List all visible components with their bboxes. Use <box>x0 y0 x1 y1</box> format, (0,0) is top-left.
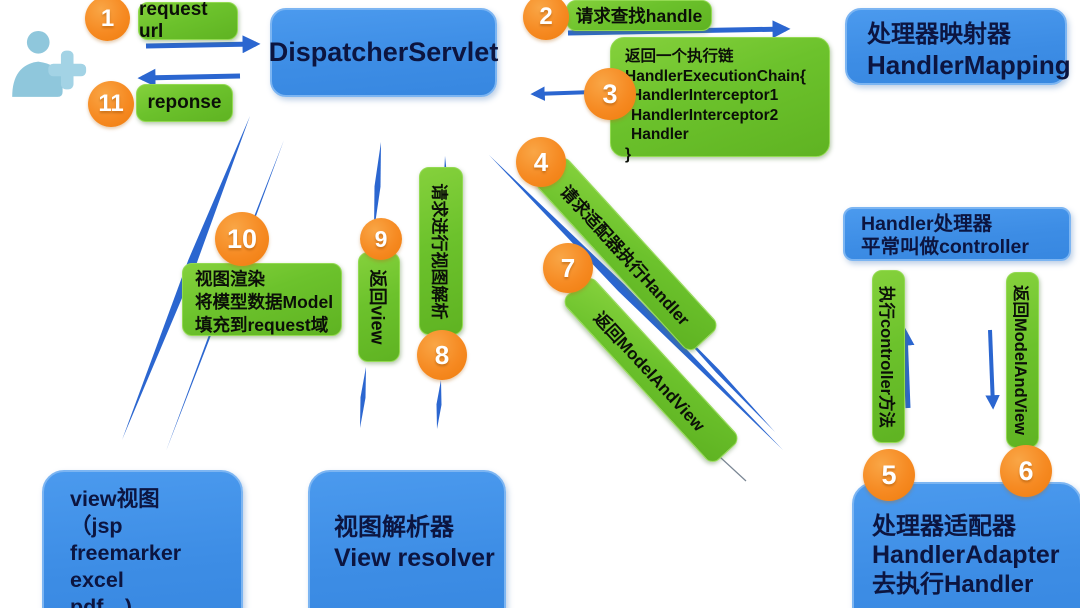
box-handler-adapter: 处理器适配器 HandlerAdapter 去执行Handler <box>852 482 1080 608</box>
box-handler-mapping-line2: HandlerMapping <box>867 50 1071 80</box>
label-execution-chain-line6: } <box>625 145 632 163</box>
arrow-dispatcher-to-handler-adapter <box>489 155 783 450</box>
box-handler-adapter-line2: HandlerAdapter <box>872 541 1060 569</box>
label-return-modelandview-right-text: 返回ModelAndView <box>1011 284 1030 436</box>
arrow-request-url <box>145 35 261 54</box>
step-badge-11-number: 11 <box>98 90 124 117</box>
box-handler-mapping: 处理器映射器 HandlerMapping <box>845 8 1071 85</box>
step-badge-6: 6 <box>1000 445 1052 497</box>
step-badge-8-number: 8 <box>434 339 450 370</box>
label-find-handler-text: 请求查找handle <box>575 6 703 26</box>
arrow-execute-controller-up <box>896 327 915 409</box>
label-view-render-line2: 将模型数据Model <box>195 292 334 312</box>
step-badge-11: 11 <box>88 81 134 127</box>
label-response: reponse <box>136 84 233 122</box>
box-dispatcher-servlet: DispatcherServlet <box>268 8 499 97</box>
arrow-resolve-view-lower <box>436 380 442 429</box>
label-return-view: 返回view <box>358 252 400 362</box>
label-execution-chain-line5: Handler <box>631 126 689 143</box>
step-badge-5: 5 <box>863 449 915 501</box>
label-execution-chain-line2: HandlerExecutionChain{ <box>625 67 806 85</box>
label-view-render-line3: 填充到request域 <box>195 315 329 335</box>
box-handler-adapter-line3: 去执行Handler <box>872 571 1034 598</box>
add-user-icon <box>12 30 87 97</box>
step-badge-4: 4 <box>516 137 566 187</box>
label-request-url: request url <box>138 0 238 42</box>
arrow-to-view-resolver-upper <box>374 142 381 231</box>
label-execution-chain-line3: HandlerInterceptor1 <box>631 87 779 104</box>
box-view-resolver-line1: 视图解析器 <box>334 514 454 541</box>
box-view-line3: freemarker <box>70 541 182 565</box>
label-execution-chain: 返回一个执行链 HandlerExecutionChain{ HandlerIn… <box>610 37 830 163</box>
label-resolve-view-text: 请求进行视图解析 <box>429 183 449 319</box>
label-return-modelandview-right: 返回ModelAndView <box>1006 272 1039 448</box>
step-badge-10-number: 10 <box>226 223 258 254</box>
box-handler: Handler处理器 平常叫做controller <box>843 207 1071 261</box>
arrow-response <box>137 68 241 87</box>
step-badge-7: 7 <box>543 243 593 293</box>
box-view-line5: pdf…) <box>70 595 133 608</box>
step-badge-4-number: 4 <box>533 146 549 177</box>
step-badge-1: 1 <box>85 0 130 41</box>
label-view-render-line1: 视图渲染 <box>195 269 265 289</box>
box-dispatcher-servlet-label: DispatcherServlet <box>268 37 499 67</box>
label-resolve-view: 请求进行视图解析 <box>419 167 463 335</box>
arrow-return-modelandview-down <box>985 329 1000 410</box>
box-view-line4: excel <box>70 568 124 592</box>
box-view-line1: view视图 <box>70 487 160 511</box>
step-badge-6-number: 6 <box>1018 455 1034 486</box>
step-badge-3: 3 <box>584 68 636 120</box>
box-handler-adapter-line1: 处理器适配器 <box>872 513 1016 540</box>
step-badge-2-number: 2 <box>539 3 553 30</box>
step-badge-5-number: 5 <box>881 459 897 490</box>
label-execution-chain-line4: HandlerInterceptor2 <box>631 106 779 124</box>
step-badge-8: 8 <box>417 330 467 380</box>
box-view-resolver: 视图解析器 View resolver <box>308 470 506 608</box>
label-return-view-text: 返回view <box>368 269 388 345</box>
box-handler-line2: 平常叫做controller <box>861 236 1029 258</box>
step-badge-1-number: 1 <box>100 4 115 32</box>
label-execute-controller: 执行controller方法 <box>872 270 905 443</box>
step-badge-10: 10 <box>215 212 269 266</box>
step-badge-9-number: 9 <box>374 225 388 252</box>
box-view: view视图 （jsp freemarker excel pdf…) <box>42 470 243 608</box>
arrow-to-view-resolver-lower <box>360 367 366 428</box>
step-badge-7-number: 7 <box>560 252 576 283</box>
label-view-render: 视图渲染 将模型数据Model 填充到request域 <box>182 263 342 336</box>
step-badge-9: 9 <box>360 218 402 260</box>
step-badge-3-number: 3 <box>602 78 618 109</box>
label-find-handler: 请求查找handle <box>566 0 712 31</box>
box-view-resolver-line2: View resolver <box>334 544 495 572</box>
label-execution-chain-line1: 返回一个执行链 <box>625 48 734 65</box>
box-handler-mapping-line1: 处理器映射器 <box>867 21 1011 48</box>
box-handler-line1: Handler处理器 <box>861 213 993 235</box>
label-request-url-text: request url <box>139 0 208 42</box>
step-badge-2: 2 <box>523 0 569 40</box>
label-execute-controller-text: 执行controller方法 <box>877 285 896 428</box>
box-view-line2: （jsp <box>70 514 123 538</box>
arrow-find-handler <box>567 20 791 39</box>
label-response-text: reponse <box>147 92 222 113</box>
